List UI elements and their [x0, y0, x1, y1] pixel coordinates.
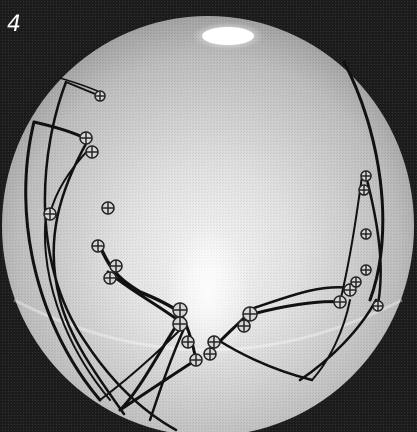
marker	[361, 229, 371, 239]
marker	[80, 132, 92, 144]
marker	[361, 265, 371, 275]
marker	[238, 320, 250, 332]
marker	[110, 260, 122, 272]
marker	[334, 296, 346, 308]
marker	[208, 336, 220, 348]
marker	[190, 354, 202, 366]
marker	[361, 171, 371, 181]
marker	[204, 348, 216, 360]
marker	[173, 303, 187, 317]
panel-number: 4	[7, 14, 21, 36]
marker	[173, 317, 187, 331]
marker	[373, 301, 383, 311]
marker	[359, 185, 369, 195]
marker	[243, 307, 257, 321]
marker	[102, 202, 114, 214]
marker	[104, 272, 116, 284]
marker	[44, 208, 56, 220]
marker	[351, 277, 361, 287]
marker	[92, 240, 104, 252]
marker	[86, 146, 98, 158]
marker	[95, 91, 105, 101]
marker	[182, 336, 194, 348]
